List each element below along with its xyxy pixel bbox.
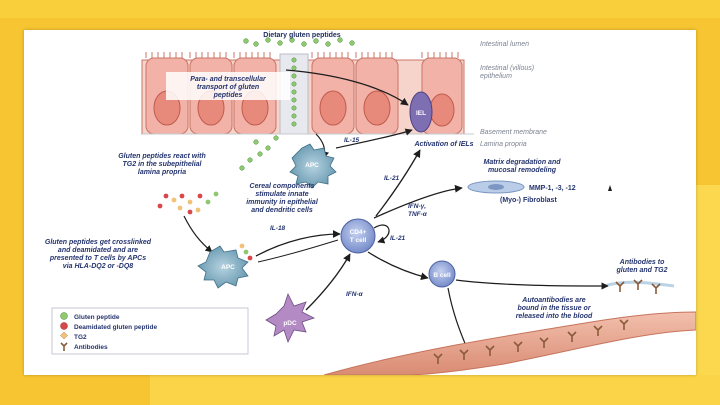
lumen-peptides: [243, 37, 355, 47]
background-band-bottom: [150, 375, 720, 405]
apc-bottom-cell: [197, 245, 249, 289]
ifng-label-2: TNF-α: [408, 211, 428, 218]
arrow-to-iel: [285, 69, 409, 106]
mmp-label: MMP-1, -3, -12: [529, 185, 576, 192]
presentation-line: [257, 239, 339, 263]
arrow-il18: [255, 230, 341, 257]
basement-label: Basement membrane: [480, 129, 547, 136]
legend: Gluten peptide Deamidated gluten peptide…: [51, 307, 249, 355]
vessel-antibodies: [433, 319, 629, 364]
transport-label-2: transport of gluten: [197, 84, 259, 91]
cereal-label-2: stimulate innate: [255, 191, 308, 198]
lamina-label: Lamina propria: [480, 141, 527, 148]
bcell-label: B cell: [433, 272, 451, 279]
legend-deamidated-icon: [60, 322, 68, 330]
lumen-label: Intestinal lumen: [480, 41, 529, 48]
transport-label-bg: [166, 72, 290, 100]
tissue-antibodies: [615, 279, 661, 294]
crosslink-label-4: via HLA-DQ2 or -DQ8: [63, 263, 134, 270]
cereal-label-1: Cereal components: [250, 183, 315, 190]
crosslink-label-2: and deamidated and are: [58, 247, 138, 254]
legend-gluten-icon: [60, 312, 68, 320]
antibodies-label-1: Antibodies to: [619, 259, 665, 266]
epithelial-cell: [355, 57, 399, 135]
increase-arrow-icon: [608, 185, 612, 191]
matrix-label-1: Matrix degradation and: [483, 159, 561, 166]
tg2-react-label-3: lamina propria: [138, 169, 186, 176]
lamina-peptides: [239, 135, 279, 171]
epithelium-label-1: Intestinal (villous): [480, 65, 534, 72]
crosslink-label-3: presented to T cells by APCs: [49, 255, 146, 262]
tg2-react-label-1: Gluten peptides react with: [118, 153, 206, 160]
legend-box: [51, 307, 249, 355]
microvilli: [145, 52, 459, 58]
fibroblast-nucleus: [488, 184, 504, 190]
autoab-label-3: released into the blood: [516, 313, 593, 320]
cd4-label-1: CD4+: [350, 229, 367, 236]
arrow-to-antibodies: [455, 279, 609, 290]
arrow-il15: [335, 128, 413, 149]
il21-top-label: IL-21: [384, 175, 400, 182]
matrix-label-2: mucosal remodeling: [488, 167, 557, 174]
transport-label-3: peptides: [213, 92, 243, 99]
legend-antibody-icon: [60, 342, 68, 351]
pdc-label: pDC: [283, 320, 297, 327]
arrow-to-apc-bottom: [183, 215, 213, 253]
arrow-il21-to-iel: [375, 149, 421, 217]
il18-label: IL-18: [270, 225, 286, 232]
dietary-label: Dietary gluten peptides: [263, 32, 341, 39]
cereal-label-3: immunity in epithelial: [246, 199, 319, 206]
il21-loop-arrow: [373, 224, 390, 244]
legend-item-label: TG2: [74, 334, 87, 341]
crosslinked-peptides: [157, 191, 219, 215]
celiac-pathogenesis-diagram: IEL Dietary gluten peptides Intestinal l…: [24, 30, 696, 375]
legend-item-label: Antibodies: [74, 344, 108, 351]
diagram-canvas: IEL Dietary gluten peptides Intestinal l…: [45, 32, 696, 375]
autoab-label-1: Autoantibodies are: [521, 297, 586, 304]
tg2-react-label-2: TG2 in the subepithelial: [123, 161, 203, 168]
il15-label: IL-15: [344, 137, 360, 144]
crosslink-label-1: Gluten peptides get crosslinked: [45, 239, 152, 246]
fibroblast-label: (Myo-) Fibroblast: [500, 197, 557, 204]
blood-vessel: [323, 311, 696, 375]
legend-item-label: Gluten peptide: [74, 314, 120, 321]
iel-label: IEL: [416, 110, 426, 117]
background-band-top: [0, 0, 720, 18]
cd4-t-cell: [340, 218, 376, 254]
epithelial-cell: [311, 57, 355, 135]
legend-tg2-icon: [60, 331, 68, 340]
transport-label-1: Para- and transcellular: [190, 76, 267, 83]
transported-peptides: [291, 57, 297, 127]
il21-loop-label: IL-21: [390, 235, 406, 242]
activation-label: Activation of IELs: [413, 141, 473, 148]
arrow-to-fibroblast: [373, 184, 463, 219]
cd4-label-2: T cell: [350, 237, 367, 244]
b-cell: [428, 260, 456, 288]
apc-top-cell: [289, 143, 337, 189]
epithelium-label-2: epithelium: [480, 73, 512, 80]
ifna-label: IFN-α: [346, 291, 364, 298]
apc-top-label: APC: [305, 162, 319, 169]
pdc-cell: [265, 292, 316, 344]
cereal-label-4: and dendritic cells: [251, 207, 313, 214]
apc-bottom-label: APC: [221, 264, 235, 271]
iel-cell: [409, 91, 433, 133]
arrow-ifna: [305, 253, 351, 311]
arrow-to-bcell: [367, 251, 429, 281]
ifng-label-1: IFN-γ,: [408, 203, 426, 210]
antibodies-label-2: gluten and TG2: [616, 267, 668, 274]
autoab-label-2: bound in the tissue or: [517, 305, 591, 312]
legend-item-label: Deamidated gluten peptide: [74, 324, 157, 331]
